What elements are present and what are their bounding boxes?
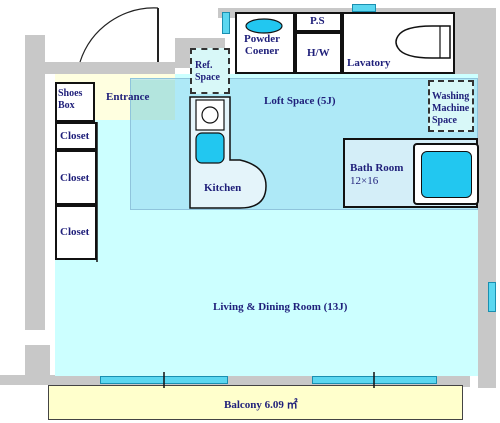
entrance-label: Entrance [106, 91, 150, 103]
ps-box [295, 12, 342, 32]
washing-machine-space [428, 80, 474, 132]
hw-box [295, 32, 342, 74]
ps-label: P.S [310, 15, 325, 27]
entrance-door-swing [79, 7, 159, 63]
powder-basin [245, 18, 283, 34]
stove [195, 99, 225, 131]
powder-corner-label: Powder Coener [244, 33, 281, 57]
ref-space [190, 48, 230, 94]
hw-label: H/W [307, 47, 330, 59]
ref-space-label: Ref. Space [195, 60, 220, 83]
stove-burner [201, 106, 219, 124]
lavatory-label: Lavatory [347, 57, 391, 69]
balcony [48, 385, 463, 420]
wall-top-right [455, 8, 496, 78]
shoes-box-label: Shoes Box [58, 88, 83, 111]
living-dining-label: Living & Dining Room (13J) [213, 301, 348, 313]
wall-bottom-left [0, 375, 50, 385]
closet-1 [55, 122, 97, 150]
kitchen-label: Kitchen [204, 182, 242, 194]
kitchen-sink [195, 132, 225, 164]
shoes-box [55, 82, 95, 122]
loft-space-label: Loft Space (5J) [264, 95, 336, 107]
wall-top-entry [45, 62, 175, 74]
window-top-left [222, 12, 230, 34]
bath-size-label: 12×16 [350, 175, 379, 187]
balcony-label: Balcony 6.09 ㎡ [224, 399, 298, 411]
closet-3-label: Closet [60, 226, 90, 238]
bathtub-water [421, 151, 472, 198]
window-top-mid [352, 4, 376, 12]
closet-1-label: Closet [60, 130, 90, 142]
washing-machine-label: Washing Machine Space [432, 91, 470, 126]
closet-3 [55, 205, 97, 260]
wall-left-upper [25, 35, 45, 330]
toilet [395, 25, 451, 59]
closet-2 [55, 150, 97, 205]
window-right [488, 282, 496, 312]
bath-room-label: Bath Room [350, 162, 404, 174]
closet-2-label: Closet [60, 172, 90, 184]
